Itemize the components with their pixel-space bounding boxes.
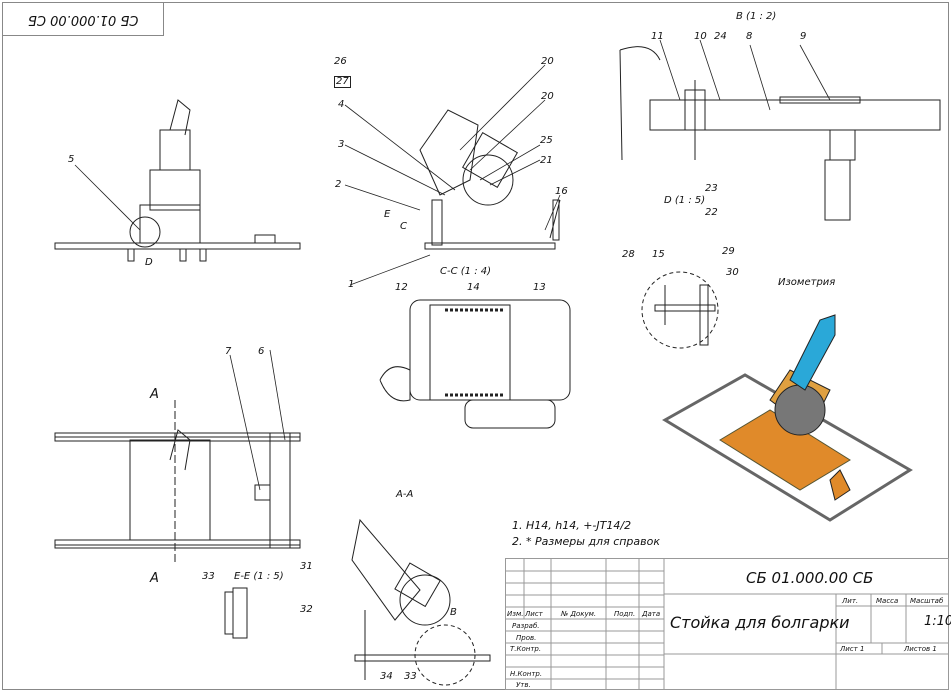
- callout: 8: [746, 31, 753, 42]
- callout: 21: [540, 155, 553, 166]
- sheet-number: Лист 1: [840, 645, 865, 653]
- lit-label: Лит.: [842, 597, 859, 605]
- callout: 24: [714, 31, 727, 42]
- detail-b: [619, 46, 941, 221]
- title-block-grid: [506, 559, 948, 689]
- header-sign: Подп.: [614, 610, 636, 618]
- callout: 9: [800, 31, 807, 42]
- view-ee-label: E-E (1 : 5): [234, 571, 284, 582]
- header-date: Дата: [642, 610, 661, 618]
- callout: 34: [380, 671, 393, 682]
- corner-stamp: СБ 01.000.00 СБ: [2, 2, 164, 36]
- section-cc: [379, 299, 571, 429]
- role-norm-control: Н.Контр.: [510, 670, 543, 678]
- callout: 2: [335, 179, 342, 190]
- scale-label: Масштаб: [910, 597, 944, 605]
- callout: 28: [622, 249, 635, 260]
- callout: 31: [300, 561, 313, 572]
- callout: 30: [726, 267, 739, 278]
- section-aa: [351, 518, 491, 686]
- callout: 29: [722, 246, 735, 257]
- role-tech-control: Т.Контр.: [510, 645, 542, 653]
- callout: 26: [334, 56, 347, 67]
- title-block: Изм. Лист № Докум. Подп. Дата Разраб. Пр…: [505, 558, 951, 690]
- callout: 23: [705, 183, 718, 194]
- section-mark-e: E: [384, 209, 391, 220]
- view-d-label: D (1 : 5): [664, 195, 706, 206]
- callout: 20: [541, 56, 554, 67]
- side-view: [419, 109, 561, 250]
- scale-value: 1:10: [924, 614, 951, 629]
- callout: 15: [652, 249, 665, 260]
- callout: 13: [533, 282, 546, 293]
- callout: 4: [338, 99, 345, 110]
- designation: СБ 01.000.00 СБ: [746, 569, 874, 587]
- front-view: [54, 99, 301, 262]
- role-developer: Разраб.: [512, 622, 540, 630]
- callout: 5: [68, 154, 75, 165]
- section-mark-c: C: [400, 221, 407, 232]
- view-b-label: В (1 : 2): [736, 11, 777, 22]
- callout: 11: [651, 31, 664, 42]
- sheet-count: Листов 1: [904, 645, 937, 653]
- section-mark-a-bottom: A: [150, 571, 159, 586]
- callout: 1: [348, 279, 355, 290]
- callout: 16: [555, 186, 568, 197]
- detail-d: [641, 271, 719, 349]
- callout: 12: [395, 282, 408, 293]
- section-ee: [224, 587, 248, 639]
- callout: 33: [404, 671, 417, 682]
- plan-view: [54, 400, 301, 565]
- header-izm: Изм.: [507, 610, 524, 618]
- note-1: 1. H14, h14, +-JT14/2: [512, 519, 632, 532]
- callout: 6: [258, 346, 265, 357]
- view-cc-label: C-C (1 : 4): [440, 266, 492, 277]
- callout: 32: [300, 604, 313, 615]
- view-iso-label: Изометрия: [778, 277, 836, 288]
- role-approver: Утв.: [516, 681, 531, 689]
- callout: 33: [202, 571, 215, 582]
- header-list: Лист: [525, 610, 543, 618]
- detail-mark-b: B: [450, 607, 457, 618]
- header-doc: № Докум.: [561, 610, 597, 618]
- callout: 20: [541, 91, 554, 102]
- callout: 27: [334, 76, 351, 88]
- section-mark-a-top: A: [150, 387, 159, 402]
- callout: 7: [225, 346, 232, 357]
- role-checker: Пров.: [516, 634, 537, 642]
- mass-label: Масса: [876, 597, 899, 605]
- isometric-view: [662, 314, 913, 522]
- drawing-title: Стойка для болгарки: [670, 613, 850, 632]
- note-2: 2. * Размеры для справок: [512, 535, 661, 548]
- view-aa-label: A-A: [396, 489, 414, 500]
- detail-mark-d: D: [145, 257, 153, 268]
- callout: 14: [467, 282, 480, 293]
- callout: 22: [705, 207, 718, 218]
- callout: 3: [338, 139, 345, 150]
- leader-lines: [74, 39, 831, 491]
- callout: 25: [540, 135, 553, 146]
- callout: 10: [694, 31, 707, 42]
